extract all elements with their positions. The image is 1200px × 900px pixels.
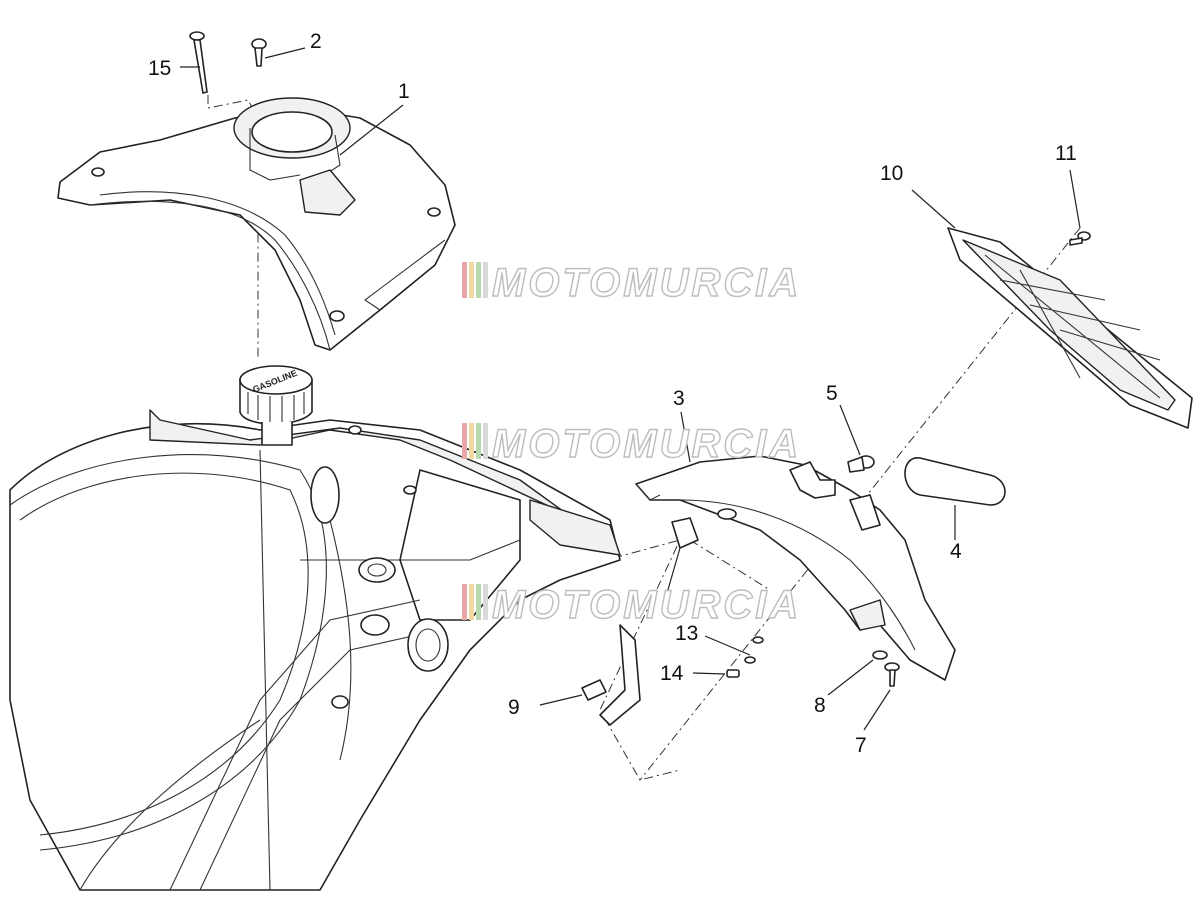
part-1-cover <box>57 97 456 351</box>
part-2-screw <box>251 38 267 67</box>
watermark-text: MOTOMURCIA <box>492 422 801 466</box>
watermark-middle: MOTOMURCIA <box>462 421 801 467</box>
part-8-washer <box>872 650 888 660</box>
callout-5: 5 <box>826 382 838 405</box>
callout-1: 1 <box>398 80 410 103</box>
callout-14: 14 <box>660 662 684 685</box>
fuel-cap: GASOLINE <box>239 365 313 446</box>
callout-10: 10 <box>880 162 903 185</box>
callout-15: 15 <box>148 57 171 80</box>
watermark-text: MOTOMURCIA <box>492 583 801 627</box>
callout-numbers: 1 2 15 3 5 4 8 7 9 10 11 13 14 <box>148 30 1077 757</box>
watermark-stripe <box>469 423 474 459</box>
watermark-stripe <box>476 584 481 620</box>
part-11-screw <box>1069 231 1091 246</box>
watermark-stripe <box>483 262 488 298</box>
speed-nut <box>671 517 699 549</box>
part-10-plate-holder <box>947 227 1193 429</box>
leader-lines <box>180 47 1081 731</box>
watermark-stripe <box>462 423 467 459</box>
watermark-top: MOTOMURCIA <box>462 260 801 306</box>
watermark-stripe <box>483 584 488 620</box>
watermark-stripe <box>462 262 467 298</box>
callout-3: 3 <box>673 387 685 410</box>
part-13-spacer <box>744 636 764 664</box>
callout-4: 4 <box>950 540 962 563</box>
watermark-stripe <box>469 584 474 620</box>
part-4-reflector <box>904 457 1006 506</box>
callout-7: 7 <box>855 734 867 757</box>
callout-11: 11 <box>1055 142 1077 165</box>
watermark-stripe <box>476 262 481 298</box>
scooter-frame <box>9 409 621 891</box>
watermark-text: MOTOMURCIA <box>492 261 801 305</box>
callout-8: 8 <box>814 694 826 717</box>
part-9-clip <box>581 624 641 726</box>
watermark-bottom: MOTOMURCIA <box>462 582 801 628</box>
watermark-stripe <box>462 584 467 620</box>
part-14-pin <box>726 669 740 678</box>
part-7-screw <box>884 662 900 687</box>
watermark-stripe <box>483 423 488 459</box>
part-5-bolt <box>847 455 875 473</box>
part-15-long-screw <box>189 31 208 94</box>
watermark-stripe <box>476 423 481 459</box>
callout-13: 13 <box>675 622 698 645</box>
callout-9: 9 <box>508 696 520 719</box>
watermark-stripe <box>469 262 474 298</box>
part-3-rear-support <box>635 455 956 681</box>
callout-2: 2 <box>310 30 322 53</box>
